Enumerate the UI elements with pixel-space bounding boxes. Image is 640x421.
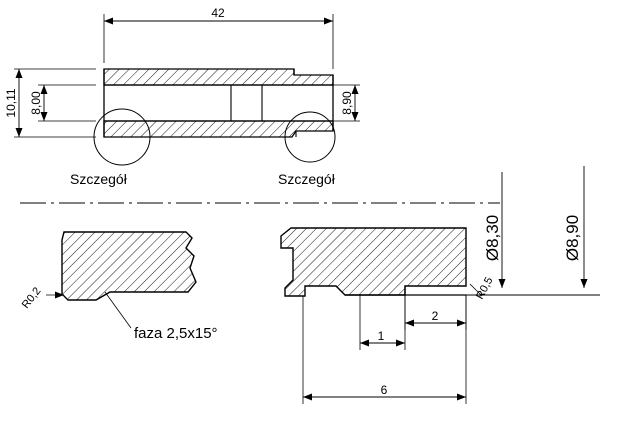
detail-left-chamfer-leader: faza 2,5x15° [104,291,218,342]
dimension-label-8-00: 8,00 [29,91,43,115]
dimension-label-42: 42 [211,6,225,20]
dimension-step-1: 1 [359,295,406,350]
dimension-label-step-1: 1 [378,329,385,343]
detail-callout-left: Szczegół [70,108,151,187]
detail-left-view: R0,2 faza 2,5x15° [20,231,218,342]
dimension-label-diam-8-30: Ø8,30 [483,215,502,261]
dimension-label-8-90-right: 8,90 [340,91,354,115]
detail-left-radius-leader: R0,2 [20,285,64,311]
detail-left-radius-label: R0,2 [20,285,44,311]
left-extension-lines [14,68,96,138]
dimension-label-total-6: 6 [381,383,388,397]
detail-callout-right: Szczegół [278,111,336,187]
detail-right-radius-label: R0,5 [474,275,496,301]
dimension-diam-8-90: Ø8,90 [563,166,588,288]
dimension-label-step-2: 2 [432,309,439,323]
detail-left-chamfer-label: faza 2,5x15° [134,325,218,342]
dimension-diam-8-30: Ø8,30 [483,172,506,288]
dimension-label-diam-8-90: Ø8,90 [563,215,582,261]
detail-right-view: R0,5 Ø8,30 Ø8,90 1 2 [280,166,600,404]
dimension-8-00: 8,00 [29,85,48,121]
detail-callout-right-label: Szczegół [278,171,336,187]
dimension-total-6: 6 [302,295,467,404]
dimension-8-90-right: 8,90 [333,84,360,122]
dimension-step-2: 2 [404,295,467,330]
top-view-body [103,68,334,138]
dimension-10-11: 10,11 [4,69,23,137]
detail-right-radius-leader: R0,5 [469,275,496,301]
dimension-length-42: 42 [103,6,334,69]
dimension-label-10-11: 10,11 [4,88,18,117]
top-view: 42 10,11 8,00 8,90 Szczegó [4,6,360,187]
detail-callout-left-label: Szczegół [70,171,128,187]
